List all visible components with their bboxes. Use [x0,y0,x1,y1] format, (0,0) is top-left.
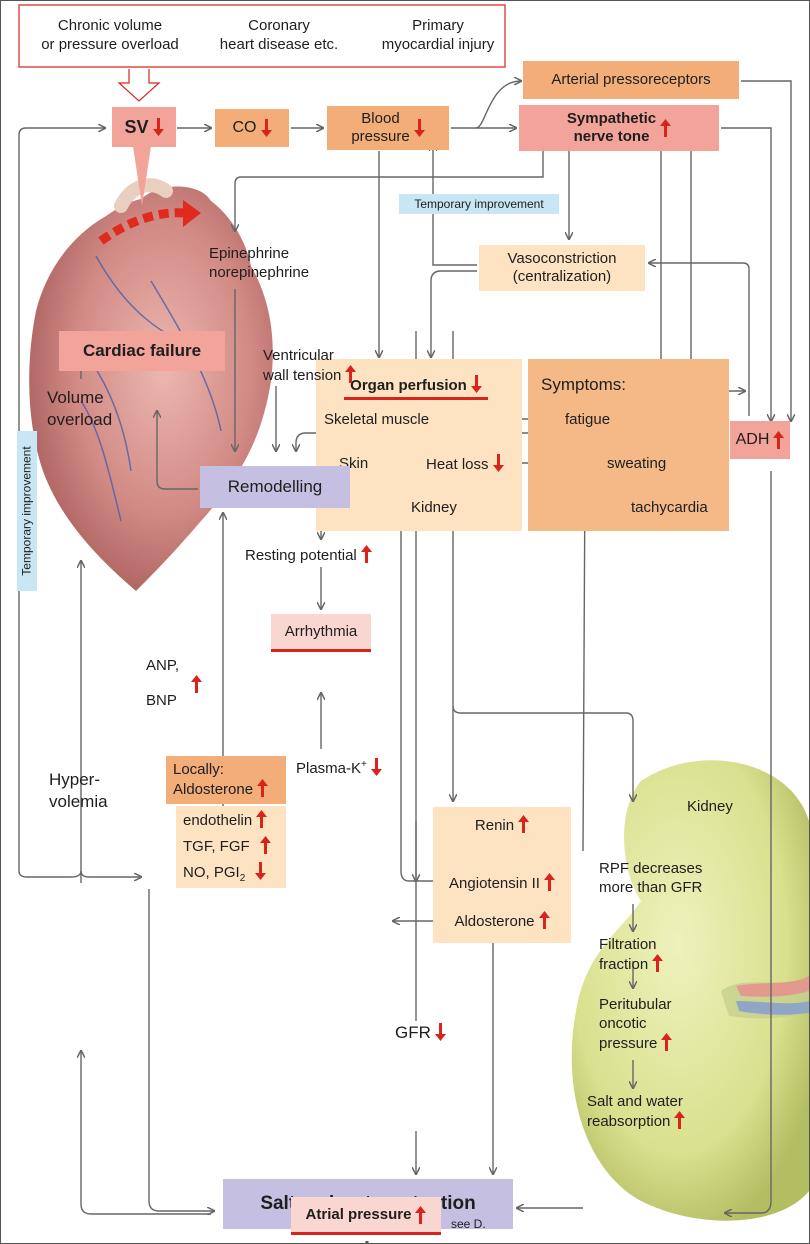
decrease-arrow-icon [470,375,482,393]
resting-potential-label: Resting potential [245,545,372,565]
kidney-row-label: Kidney [411,499,457,516]
organ-perfusion-panel [316,359,522,531]
hypervolemia-label: Hyper-volemia [49,770,108,811]
renin-label: Renin [433,815,571,835]
aldosterone-label: Aldosterone [433,911,571,931]
local-factors-panel [176,806,286,888]
tachycardia-label: tachycardia [631,499,708,516]
increase-arrow-icon [518,815,530,833]
atrial-pressure-node: Atrial pressure [291,1197,441,1235]
increase-arrow-icon [661,1033,673,1051]
cardiac-failure-node: Cardiac failure [59,331,225,371]
temporary-improvement-vertical-label: Temporary improvement [17,431,37,591]
no-pgi2-label: NO, PGI2 [183,862,267,888]
decrease-arrow-icon [255,862,267,880]
increase-arrow-icon [773,431,785,449]
kidney-organ-label: Kidney [687,798,733,815]
skeletal-muscle-label: Skeletal muscle [324,411,430,428]
gfr-label: GFR [393,1021,448,1044]
adh-node: ADH [730,421,790,459]
fatigue-label: fatigue [565,411,611,428]
increase-arrow-icon [190,675,202,693]
increase-arrow-icon [543,873,555,891]
decrease-arrow-icon [152,118,164,136]
heat-loss-label: Heat loss [426,454,504,474]
organ-perfusion-label: Organ perfusion [321,375,511,400]
angiotensin-ii-label: Angiotensin II [433,873,571,893]
arterial-pressoreceptors-node: Arterial pressoreceptors [523,61,739,99]
vasoconstriction-node: Vasoconstriction(centralization) [479,245,645,291]
anp-bnp-label: ANP,BNP [146,656,202,710]
increase-arrow-icon [257,779,269,797]
increase-arrow-icon [259,836,271,854]
increase-arrow-icon [538,911,550,929]
decrease-arrow-icon [260,119,272,137]
symptoms-panel [528,359,729,531]
locally-aldosterone-node: Locally:Aldosterone [166,756,286,804]
increase-arrow-icon [674,1111,686,1129]
tgf-fgf-label: TGF, FGF [183,836,271,856]
decrease-arrow-icon [413,119,425,137]
cardiac-output-node: CO [215,109,289,147]
stroke-volume-node: SV [112,107,176,147]
increase-arrow-icon [256,810,268,828]
increase-arrow-icon [652,954,664,972]
endothelin-label: endothelin [183,810,268,830]
increase-arrow-icon [415,1205,427,1224]
decrease-arrow-icon [492,454,504,472]
decrease-arrow-icon [434,1023,446,1041]
kidney-illustration [571,760,809,1221]
see-d-label: see D. [451,1217,486,1231]
increase-arrow-icon [345,365,357,383]
decrease-arrow-icon [370,758,382,776]
sweating-label: sweating [607,455,667,472]
temporary-improvement-label: Temporary improvement [399,194,559,214]
increase-arrow-icon [660,119,672,137]
plasma-k-label: Plasma-K+ [296,755,382,778]
remodelling-node: Remodelling [200,466,350,508]
symptoms-label: Symptoms: [541,375,627,394]
arrhythmia-node: Arrhythmia [271,614,371,652]
increase-arrow-icon [360,545,372,563]
